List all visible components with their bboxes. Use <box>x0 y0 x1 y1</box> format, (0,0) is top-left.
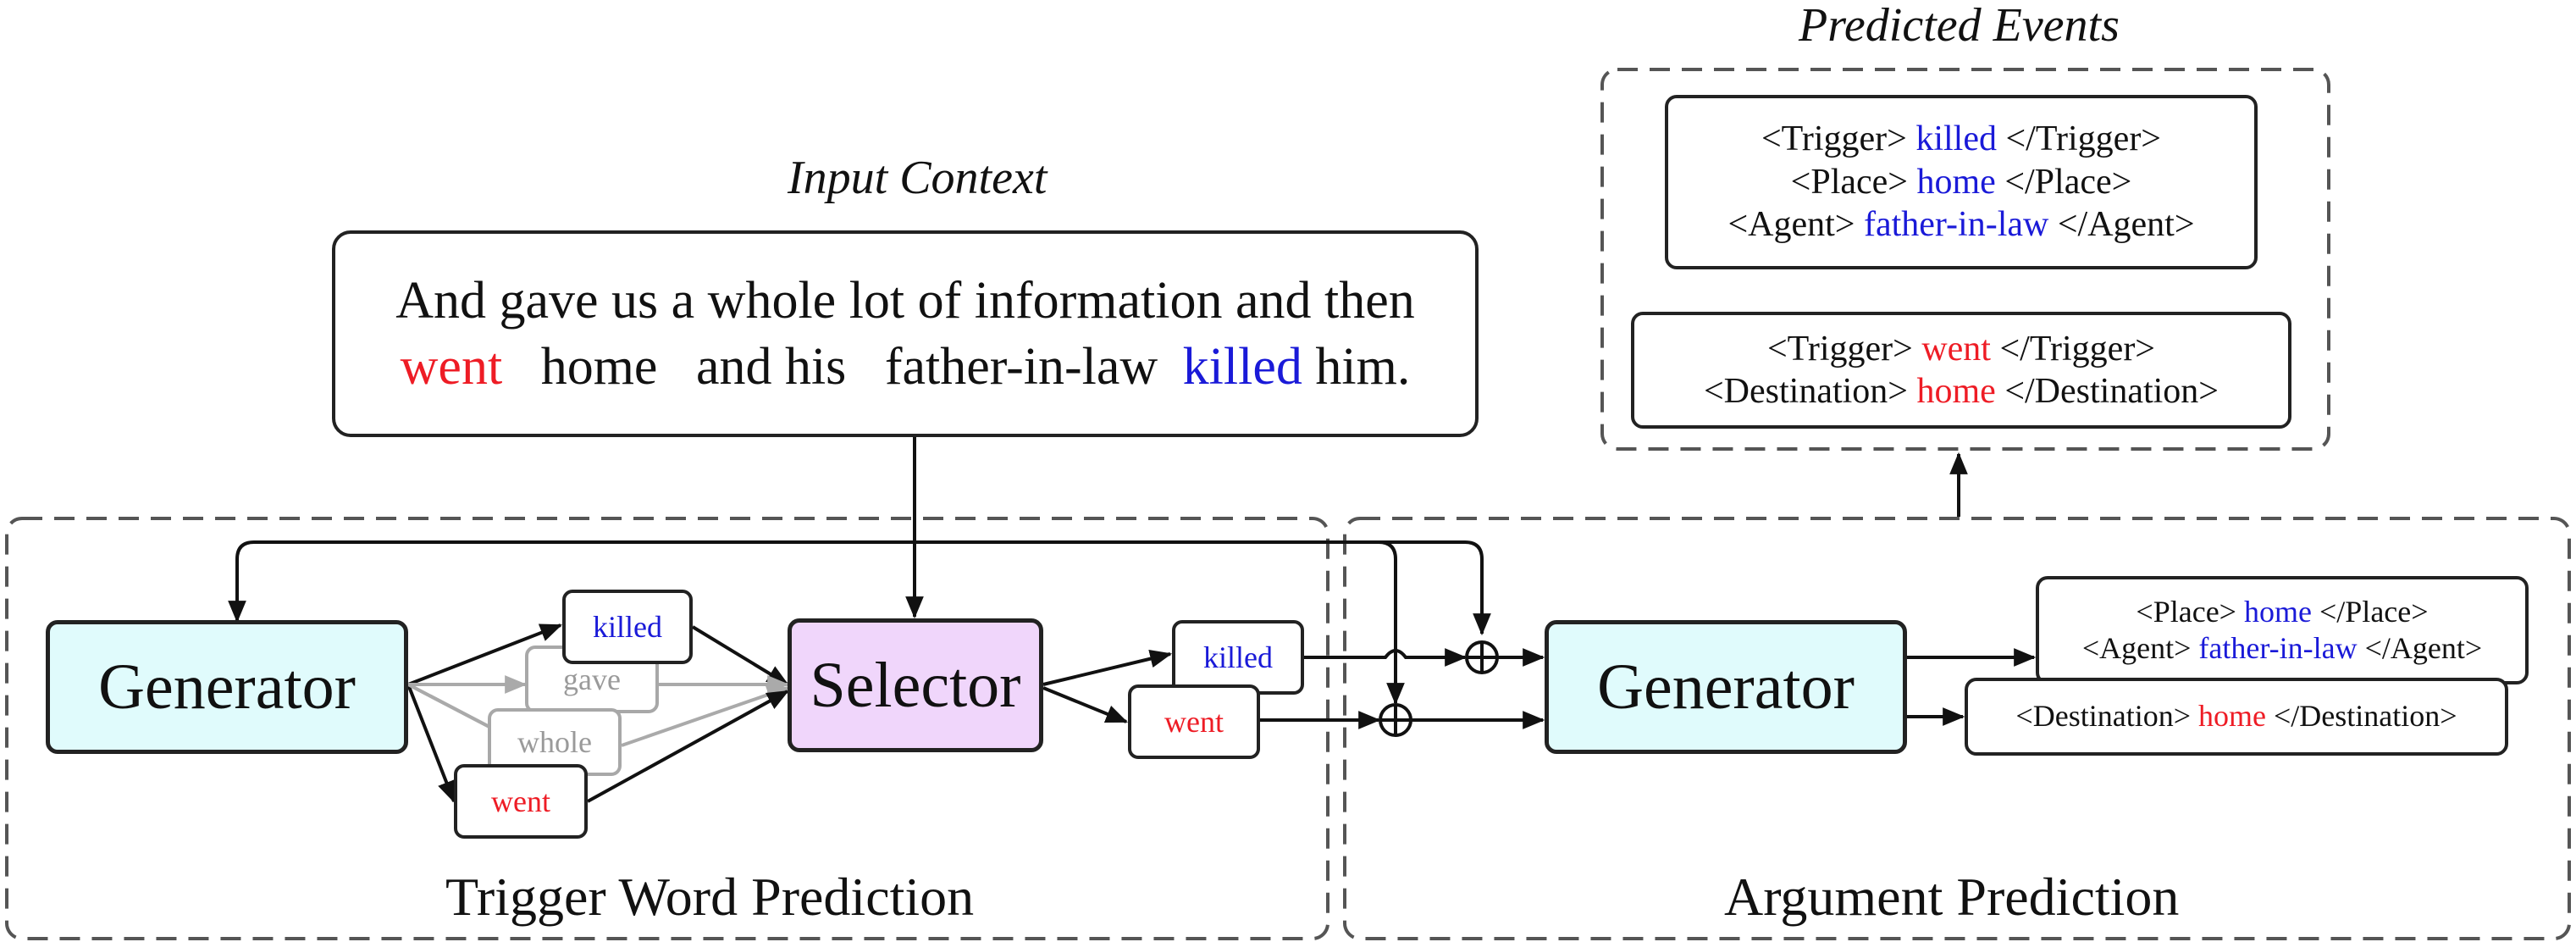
argument-generator-label: Generator <box>1597 651 1855 723</box>
input-context-caption: Input Context <box>788 152 1048 204</box>
event2-destination-value: home <box>1916 372 1996 411</box>
killed-to-upper-plus <box>1304 648 1468 667</box>
argument-output-went: <Destination> home </Destination> <box>1965 678 2508 756</box>
arg-place-line: <Place> home </Place> <box>2136 594 2428 630</box>
event2-trigger-close: </Trigger> <box>1999 329 2155 368</box>
context-line-1: And gave us a whole lot of information a… <box>395 271 1415 330</box>
selector-to-killed <box>1042 650 1173 686</box>
arg-destination-value: home <box>2198 699 2266 734</box>
event-went-box: <Trigger> went </Trigger> <Destination> … <box>1631 312 2291 429</box>
gen-to-killed <box>407 623 563 686</box>
candidate-gave-label: gave <box>563 662 621 696</box>
trigger-generator-label: Generator <box>98 651 356 723</box>
loop-to-upper-plus <box>1379 540 1491 636</box>
candidate-killed: killed <box>562 590 693 664</box>
event2-trigger-value: went <box>1921 329 1991 368</box>
arg-place-value: home <box>2244 594 2312 629</box>
candidate-killed-label: killed <box>593 610 662 644</box>
trigger-section-frame <box>5 517 1329 940</box>
candidate-went-label: went <box>491 784 550 818</box>
arg-destination-close: </Destination> <box>2273 699 2457 734</box>
word-home: home <box>540 338 658 396</box>
arg-place-close: </Place> <box>2319 594 2429 629</box>
argument-section-frame <box>1343 517 2571 940</box>
event2-trigger-line: <Trigger> went </Trigger> <box>1767 328 2155 370</box>
trigger-generator: Generator <box>46 620 408 754</box>
event1-trigger-value: killed <box>1915 119 1997 159</box>
selected-killed-label: killed <box>1203 640 1273 674</box>
event1-agent-value: father-in-law <box>1863 205 2049 245</box>
arg-agent-open: <Agent> <box>2081 631 2192 665</box>
event1-place-line: <Place> home </Place> <box>1791 161 2132 203</box>
event1-place-close: </Place> <box>2004 162 2132 202</box>
candidate-whole-label: whole <box>517 725 592 759</box>
lower-plus-node <box>1379 703 1412 737</box>
event2-destination-close: </Destination> <box>2004 372 2219 411</box>
event1-trigger-open: <Trigger> <box>1761 119 1907 159</box>
event1-trigger-line: <Trigger> killed </Trigger> <box>1761 118 2161 160</box>
event1-agent-close: </Agent> <box>2057 205 2195 245</box>
event2-trigger-open: <Trigger> <box>1766 329 1913 368</box>
argument-generator: Generator <box>1545 620 1907 754</box>
selector-module: Selector <box>788 618 1043 752</box>
word-and-his: and his <box>695 338 847 396</box>
whole-to-selector <box>621 685 790 747</box>
arg-destination-line: <Destination> home </Destination> <box>2015 698 2457 734</box>
word-killed: killed <box>1182 338 1302 396</box>
selected-killed: killed <box>1172 620 1304 695</box>
arg-destination-open: <Destination> <box>2015 699 2191 734</box>
argument-section-label: Argument Prediction <box>1724 867 2180 927</box>
event1-agent-open: <Agent> <box>1727 205 1855 245</box>
event-killed-box: <Trigger> killed </Trigger> <Place> home… <box>1665 95 2258 269</box>
selector-to-went <box>1042 686 1129 723</box>
event1-trigger-close: </Trigger> <box>2005 119 2161 159</box>
event1-place-value: home <box>1916 162 1996 202</box>
candidate-went: went <box>454 764 588 839</box>
arg-agent-close: </Agent> <box>2364 631 2483 665</box>
event2-destination-line: <Destination> home </Destination> <box>1704 370 2219 413</box>
event2-destination-open: <Destination> <box>1703 372 1908 411</box>
event1-place-open: <Place> <box>1790 162 1908 202</box>
arg-place-open: <Place> <box>2136 594 2236 629</box>
selected-went-label: went <box>1164 705 1224 739</box>
word-went: went <box>400 338 503 396</box>
arg-agent-value: father-in-law <box>2198 631 2358 665</box>
went-to-selector <box>587 690 789 803</box>
word-him: him. <box>1315 338 1411 396</box>
arg-agent-line: <Agent> father-in-law </Agent> <box>2082 630 2482 667</box>
argument-output-killed: <Place> home </Place> <Agent> father-in-… <box>2036 576 2529 684</box>
event1-agent-line: <Agent> father-in-law </Agent> <box>1727 203 2194 246</box>
context-line-2: went home and his father-in-law killed h… <box>401 335 1411 398</box>
input-context-box: And gave us a whole lot of information a… <box>332 230 1479 437</box>
upper-plus-node <box>1465 640 1499 674</box>
trigger-section-label: Trigger Word Prediction <box>445 867 975 927</box>
predicted-events-caption: Predicted Events <box>1799 0 2120 52</box>
selected-went: went <box>1128 684 1260 759</box>
gen-to-went <box>406 684 456 804</box>
selector-label: Selector <box>810 649 1021 721</box>
feedback-loop-arrow <box>228 540 1397 669</box>
killed-to-selector <box>691 625 789 686</box>
word-father-in-law: father-in-law <box>884 338 1158 396</box>
